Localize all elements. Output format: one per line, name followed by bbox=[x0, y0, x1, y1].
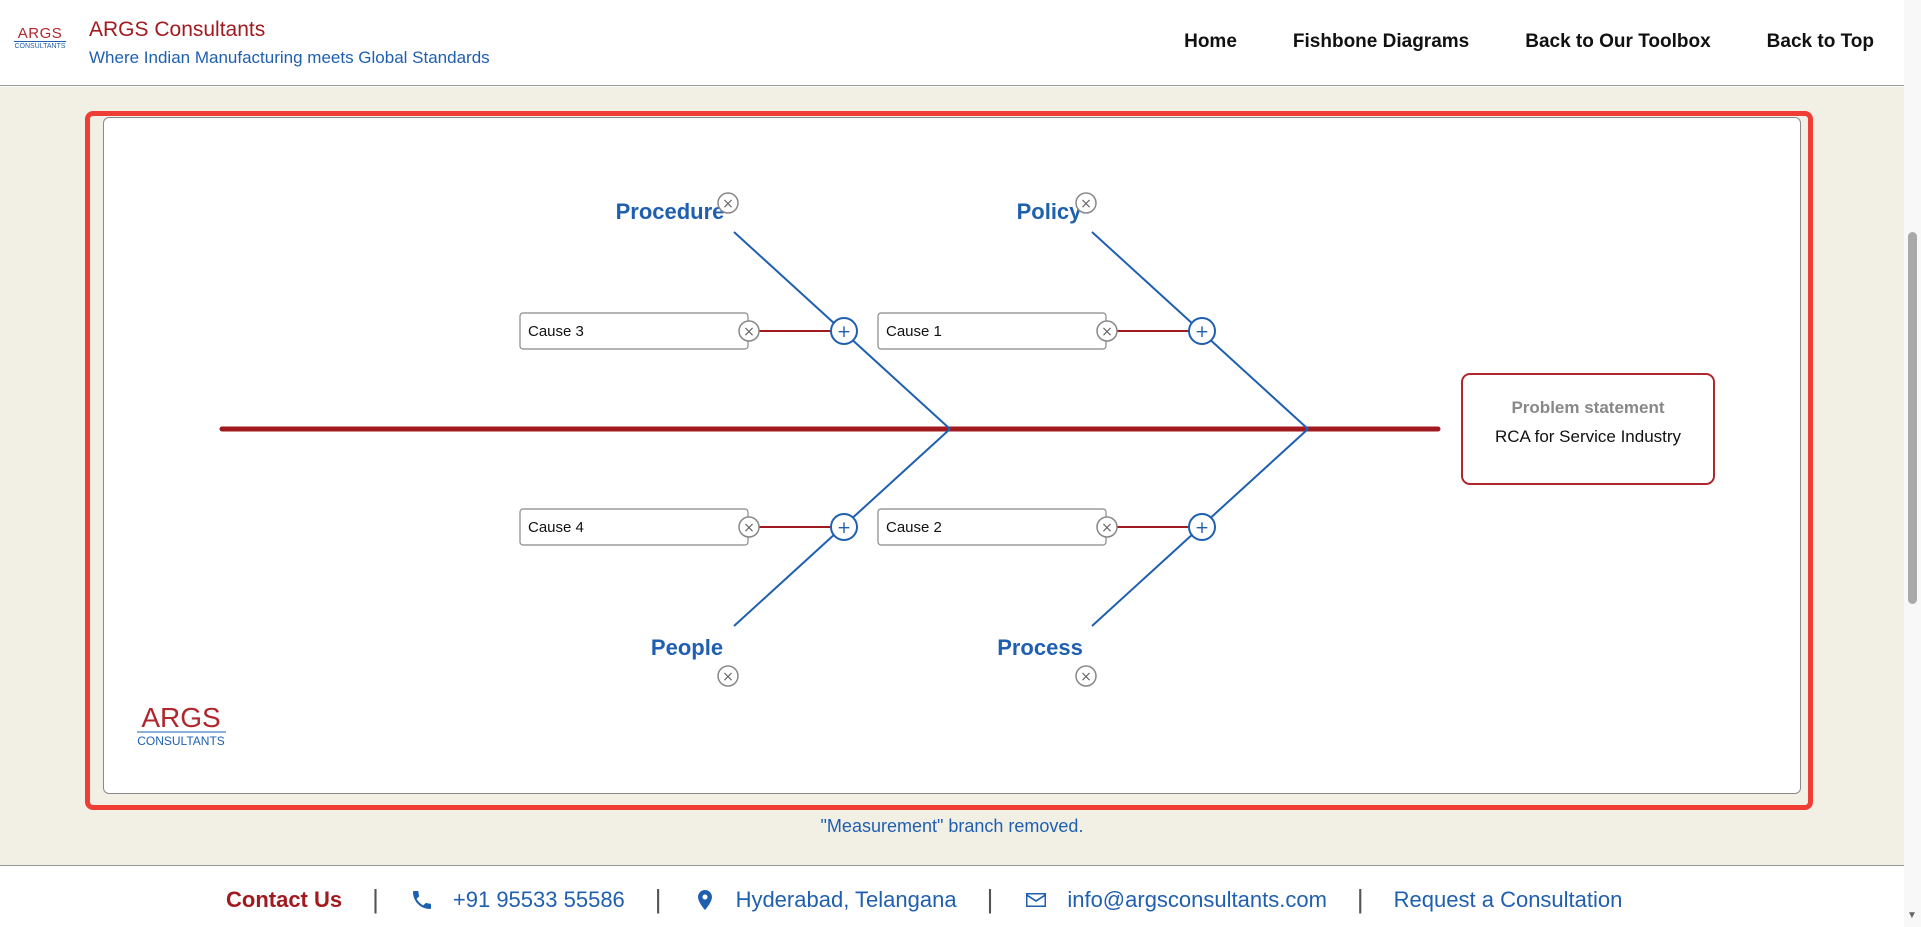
logo-text: ARGS bbox=[17, 25, 63, 42]
close-icon: × bbox=[722, 196, 734, 212]
separator: | bbox=[1356, 884, 1364, 914]
separator: | bbox=[986, 884, 994, 914]
brand-title[interactable]: ARGS Consultants bbox=[89, 18, 266, 41]
remove-cause-people-button[interactable]: × bbox=[738, 516, 760, 538]
location-link[interactable]: Hyderabad, Telangana bbox=[692, 887, 957, 913]
status-message: "Measurement" branch removed. bbox=[820, 816, 1084, 836]
close-icon: × bbox=[1101, 324, 1113, 340]
cause-text[interactable]: Cause 1 bbox=[886, 323, 942, 340]
branch-label-people[interactable]: People bbox=[651, 635, 723, 660]
contact-us-label: Contact Us bbox=[226, 886, 343, 912]
plus-icon: + bbox=[837, 322, 851, 342]
close-icon: × bbox=[743, 324, 755, 340]
email-link[interactable]: info@argsconsultants.com bbox=[1023, 887, 1327, 913]
separator: | bbox=[372, 884, 379, 914]
scroll-down-arrow-icon[interactable]: ▼ bbox=[1907, 910, 1917, 921]
add-cause-people-button[interactable]: + bbox=[830, 513, 858, 541]
branch-label-process[interactable]: Process bbox=[997, 635, 1083, 660]
logo-subtext: CONSULTANTS bbox=[14, 41, 66, 50]
cause-box-people[interactable]: Cause 4 bbox=[519, 508, 749, 546]
scrollbar-thumb[interactable] bbox=[1908, 232, 1917, 604]
watermark-logo-text: ARGS bbox=[141, 702, 220, 733]
cause-box-policy[interactable]: Cause 1 bbox=[877, 312, 1107, 350]
map-pin-icon bbox=[697, 889, 712, 910]
close-icon: × bbox=[743, 520, 755, 536]
watermark-logo: ARGS CONSULTANTS bbox=[137, 702, 226, 748]
add-cause-process-button[interactable]: + bbox=[1188, 513, 1216, 541]
nav-back-to-toolbox[interactable]: Back to Our Toolbox bbox=[1525, 31, 1711, 52]
phone-number[interactable]: +91 95533 55586 bbox=[452, 886, 625, 912]
site-header: ARGS CONSULTANTS ARGS Consultants Where … bbox=[0, 0, 1904, 86]
request-consultation-link[interactable]: Request a Consultation bbox=[1393, 886, 1623, 912]
cause-box-process[interactable]: Cause 2 bbox=[877, 508, 1107, 546]
cause-text[interactable]: Cause 2 bbox=[886, 519, 942, 536]
separator: | bbox=[654, 884, 662, 914]
fishbone-diagram: Procedure Policy People Process × × × × … bbox=[137, 192, 1715, 748]
remove-branch-process-button[interactable]: × bbox=[1075, 665, 1097, 687]
site-logo[interactable]: ARGS CONSULTANTS bbox=[14, 26, 66, 51]
nav-back-to-top[interactable]: Back to Top bbox=[1766, 31, 1874, 52]
close-icon: × bbox=[1101, 520, 1113, 536]
email-address[interactable]: info@argsconsultants.com bbox=[1067, 886, 1327, 912]
plus-icon: + bbox=[1195, 322, 1209, 342]
phone-icon bbox=[412, 890, 431, 909]
branch-label-procedure[interactable]: Procedure bbox=[616, 199, 725, 224]
problem-statement-label: Problem statement bbox=[1511, 398, 1664, 417]
remove-branch-people-button[interactable]: × bbox=[717, 665, 739, 687]
brand-tagline: Where Indian Manufacturing meets Global … bbox=[89, 48, 490, 67]
plus-icon: + bbox=[837, 518, 851, 538]
location-text[interactable]: Hyderabad, Telangana bbox=[735, 886, 957, 912]
close-icon: × bbox=[722, 669, 734, 685]
plus-icon: + bbox=[1195, 518, 1209, 538]
site-footer: Contact Us | +91 95533 55586 | Hyderabad… bbox=[0, 865, 1904, 927]
main-nav: Home Fishbone Diagrams Back to Our Toolb… bbox=[1184, 31, 1874, 53]
nav-home[interactable]: Home bbox=[1184, 31, 1237, 52]
phone-link[interactable]: +91 95533 55586 bbox=[409, 887, 625, 913]
close-icon: × bbox=[1080, 196, 1092, 212]
diagram-frame bbox=[85, 111, 1813, 810]
remove-cause-policy-button[interactable]: × bbox=[1096, 320, 1118, 342]
envelope-icon bbox=[1026, 892, 1047, 907]
remove-cause-process-button[interactable]: × bbox=[1096, 516, 1118, 538]
close-icon: × bbox=[1080, 669, 1092, 685]
remove-cause-procedure-button[interactable]: × bbox=[738, 320, 760, 342]
remove-branch-policy-button[interactable]: × bbox=[1075, 192, 1097, 214]
add-cause-policy-button[interactable]: + bbox=[1188, 317, 1216, 345]
footer-contact-row: Contact Us | +91 95533 55586 | Hyderabad… bbox=[226, 884, 1622, 915]
branch-label-policy[interactable]: Policy bbox=[1017, 199, 1083, 224]
cause-text[interactable]: Cause 4 bbox=[528, 519, 584, 536]
problem-statement-box[interactable]: Problem statement RCA for Service Indust… bbox=[1461, 373, 1715, 485]
remove-branch-procedure-button[interactable]: × bbox=[717, 192, 739, 214]
add-cause-procedure-button[interactable]: + bbox=[830, 317, 858, 345]
diagram-canvas: Procedure Policy People Process × × × × … bbox=[103, 117, 1801, 794]
nav-fishbone-diagrams[interactable]: Fishbone Diagrams bbox=[1292, 31, 1470, 52]
cause-text[interactable]: Cause 3 bbox=[528, 323, 584, 340]
problem-statement-text[interactable]: RCA for Service Industry bbox=[1495, 427, 1682, 446]
watermark-logo-subtext: CONSULTANTS bbox=[137, 734, 225, 748]
cause-box-procedure[interactable]: Cause 3 bbox=[519, 312, 749, 350]
